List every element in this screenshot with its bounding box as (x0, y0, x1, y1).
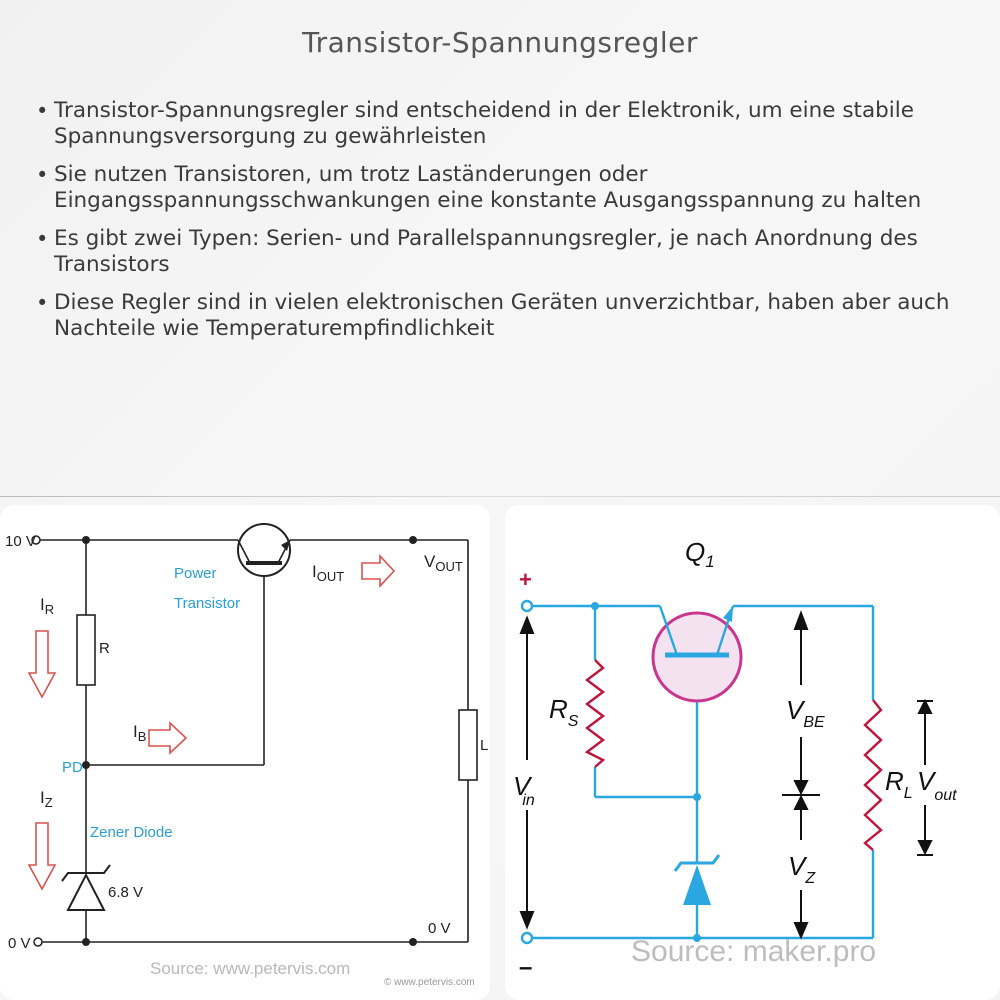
bullet-item: •Diese Regler sind in vielen elektronisc… (30, 290, 970, 342)
bullet-list: •Transistor-Spannungsregler sind entsche… (30, 98, 970, 354)
bullet-text: Transistor-Spannungsregler sind entschei… (54, 98, 914, 149)
power-transistor-icon (237, 523, 291, 577)
vin-label: 10 V (5, 533, 36, 550)
ib-label: IB (133, 722, 146, 744)
bullet-dot-icon: • (36, 163, 49, 187)
vin-arrow-icon (519, 615, 535, 930)
terminal-minus (520, 931, 534, 945)
vbe-label: VBE (786, 695, 825, 731)
junction-dot (82, 761, 90, 769)
transistor-q1-icon (651, 605, 743, 703)
minus-label: – (519, 954, 532, 981)
bullet-dot-icon: • (36, 291, 49, 315)
q1-label: Q1 (685, 537, 715, 571)
pd-label: PD (62, 759, 83, 776)
bullet-item: •Es gibt zwei Typen: Serien- und Paralle… (30, 226, 970, 278)
i-b-arrow-icon (148, 721, 188, 755)
page-title: Transistor-Spannungsregler (302, 26, 698, 59)
plus-label: + (519, 567, 532, 592)
series-regulator-diagram: 10 V 0 V VOUT IOUT Power Transistor IR R… (0, 505, 490, 1000)
i-r-arrow-icon (27, 630, 57, 699)
bullet-text: Es gibt zwei Typen: Serien- und Parallel… (54, 226, 918, 277)
terminal-plus (520, 599, 534, 613)
junction-dot (409, 536, 417, 544)
vout-label: Vout (917, 766, 957, 804)
load-label: L (480, 737, 488, 754)
resistor-rs-icon (584, 659, 606, 768)
ir-label: IR (40, 595, 54, 617)
zener-voltage-label: 6.8 V (108, 884, 143, 901)
zener-diode-icon (61, 850, 111, 911)
i-out-arrow-icon (361, 553, 396, 589)
bullet-dot-icon: • (36, 99, 49, 123)
copyright-label: © www.petervis.com (384, 977, 475, 988)
load-resistor (458, 709, 478, 781)
bullet-item: •Transistor-Spannungsregler sind entsche… (30, 98, 970, 150)
terminal-0v (33, 937, 43, 947)
junction-dot (409, 938, 417, 946)
source-label: Source: www.petervis.com (150, 959, 350, 978)
iout-label: IOUT (312, 562, 344, 584)
series-regulator-svg: 10 V 0 V VOUT IOUT Power Transistor IR R… (5, 523, 488, 988)
bullet-text: Sie nutzen Transistoren, um trotz Lastän… (54, 162, 922, 213)
power-transistor-label: Power (174, 565, 217, 582)
vbe-vz-arrow-icon (782, 610, 820, 940)
junction-dot (82, 536, 90, 544)
i-z-arrow-icon (27, 822, 57, 891)
vin-label: Vin (513, 771, 535, 809)
vz-label: VZ (788, 851, 816, 887)
resistor-r (76, 614, 96, 686)
bullet-dot-icon: • (36, 227, 49, 251)
terminal-10v (31, 535, 41, 545)
regulator-diagram-right: Q1 + – RS Vin VBE VZ RL Vout Source: mak… (505, 505, 1000, 1000)
junction-dot (693, 934, 701, 942)
junction-dot (591, 602, 599, 610)
iz-label: IZ (40, 788, 53, 810)
zero-v-label: 0 V (428, 920, 451, 937)
current-arrows (27, 553, 396, 891)
rl-label: RL (885, 766, 913, 802)
r-label: R (99, 640, 110, 657)
source-label: Source: maker.pro (631, 935, 876, 968)
rs-label: RS (549, 694, 579, 730)
zener-diode-icon (673, 835, 721, 905)
regulator-svg: Q1 + – RS Vin VBE VZ RL Vout Source: mak… (513, 537, 957, 981)
vout-arrow-icon (917, 698, 933, 856)
section-divider (0, 496, 1000, 497)
bullet-item: •Sie nutzen Transistoren, um trotz Lastä… (30, 162, 970, 214)
resistor-rl-icon (863, 699, 883, 851)
vout-label: VOUT (424, 552, 463, 574)
junction-dot (693, 793, 701, 801)
bullet-text: Diese Regler sind in vielen elektronisch… (54, 290, 950, 341)
gnd-label: 0 V (8, 935, 31, 952)
zener-label: Zener Diode (90, 824, 173, 841)
junction-dot (82, 938, 90, 946)
power-transistor-label: Transistor (174, 595, 240, 612)
